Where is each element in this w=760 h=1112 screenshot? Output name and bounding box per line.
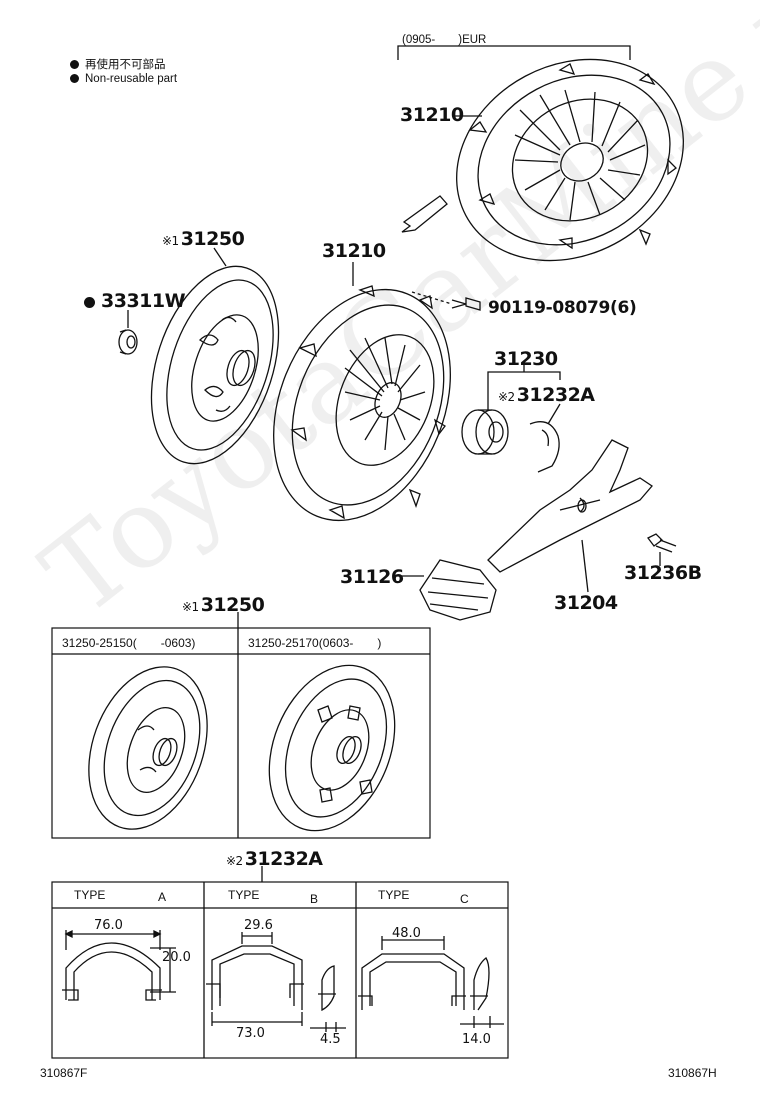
- clip-illustration: [529, 421, 560, 473]
- bolt-illustration: [411, 291, 481, 311]
- dim-a-width: 76.0: [94, 918, 123, 933]
- dim-b-top: 29.6: [244, 918, 273, 933]
- clutch-disc-illustration: [150, 265, 280, 465]
- part-31204-label: 31204: [554, 592, 618, 614]
- seal-illustration: [118, 329, 138, 355]
- boot-illustration: [419, 559, 497, 621]
- legend-line-jp: 再使用不可部品: [70, 56, 166, 72]
- dim-c-top: 48.0: [392, 926, 421, 941]
- part-31210-top-label: 31210: [400, 104, 464, 126]
- part-31230-label: 31230: [494, 348, 558, 370]
- type-a-header-label: TYPE: [74, 888, 106, 902]
- release-bearing-illustration: [461, 409, 509, 455]
- part-90119-label: 90119-08079(6): [488, 298, 637, 318]
- type-a-letter: A: [158, 890, 167, 904]
- footer-code-right: 310867H: [668, 1066, 717, 1080]
- release-fork-illustration: [487, 439, 653, 573]
- clip-type-b-illustration: [206, 932, 346, 1032]
- dim-a-height: 20.0: [162, 950, 191, 965]
- disc-variant-1-illustration: [88, 666, 208, 830]
- pivot-bolt-illustration: [647, 533, 677, 553]
- type-c-letter: C: [460, 892, 469, 906]
- legend-line-en: Non-reusable part: [70, 73, 177, 85]
- pressure-plate-top-illustration: [456, 58, 684, 262]
- box1-col1-header: 31250-25150( -0603): [62, 636, 196, 650]
- type-c-header-label: TYPE: [378, 888, 410, 902]
- part-33311w-label: 33311W: [84, 290, 186, 312]
- bullet-icon: [70, 74, 79, 83]
- box1-col2-header: 31250-25170(0603- ): [248, 636, 382, 650]
- part-31126-label: 31126: [340, 566, 404, 588]
- bullet-icon: [70, 60, 79, 69]
- clip-type-c-illustration: [358, 936, 504, 1028]
- disc-variant-2-illustration: [268, 664, 396, 832]
- part-31210-label: 31210: [322, 240, 386, 262]
- type-b-letter: B: [310, 892, 319, 906]
- footer-code-left: 310867F: [40, 1066, 88, 1080]
- pressure-plate-illustration: [273, 285, 451, 522]
- type-b-header-label: TYPE: [228, 888, 260, 902]
- non-reusable-bullet-icon: [84, 297, 95, 308]
- clip-type-a-illustration: [62, 929, 176, 1001]
- dim-b-side: 4.5: [320, 1032, 341, 1047]
- dim-b-bottom: 73.0: [236, 1026, 265, 1041]
- dim-c-side: 14.0: [462, 1032, 491, 1047]
- part-31236b-label: 31236B: [624, 562, 702, 584]
- range-label-top: (0905- )EUR: [402, 34, 487, 46]
